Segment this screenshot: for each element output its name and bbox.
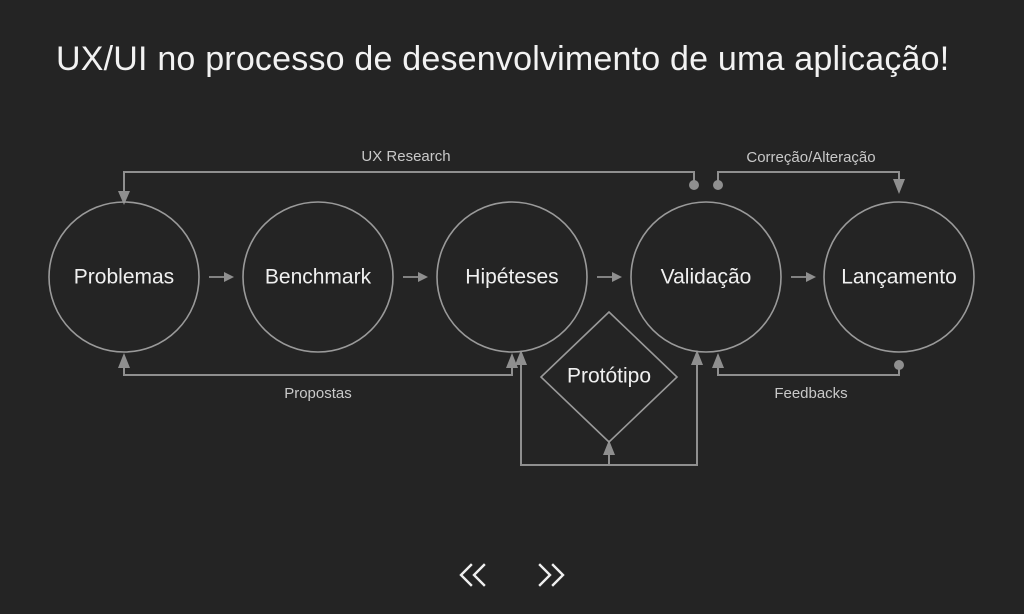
edge-label-correcao-alteracao: Correção/Alteração — [746, 149, 875, 166]
prototipo-input-arrowhead — [603, 440, 615, 455]
sequence-arrow-problemas-benchmark — [209, 272, 234, 282]
node-problemas-circle — [48, 201, 200, 353]
node-hipeteses-label: Hipéteses — [465, 266, 558, 289]
correcao-arrowhead — [893, 179, 905, 194]
chevron-double-left-icon — [459, 563, 486, 587]
sequence-arrow-benchmark-hipeteses — [403, 272, 428, 282]
chevron-double-right-icon — [538, 563, 565, 587]
sequence-arrow-validacao-lancamento — [791, 272, 816, 282]
feedbacks-arrowhead — [712, 353, 724, 368]
node-lancamento-label: Lançamento — [841, 266, 957, 289]
node-hipeteses-circle — [436, 201, 588, 353]
slide-navigation — [0, 540, 1024, 610]
previous-slide-button[interactable] — [451, 553, 495, 597]
feedbacks-line — [717, 365, 900, 376]
node-benchmark[interactable]: Benchmark — [242, 201, 394, 353]
correcao-line — [717, 171, 900, 185]
edge-correcao-alteracao — [713, 171, 905, 194]
node-problemas[interactable]: Problemas — [48, 201, 200, 353]
propostas-arrowhead-left — [118, 353, 130, 368]
node-lancamento-circle — [823, 201, 975, 353]
node-prototipo[interactable]: Protótipo — [539, 310, 679, 444]
next-slide-button[interactable] — [529, 553, 573, 597]
edge-label-propostas: Propostas — [284, 385, 352, 402]
node-hipeteses[interactable]: Hipéteses — [436, 201, 588, 353]
edge-label-ux-research: UX Research — [361, 148, 450, 165]
node-problemas-label: Problemas — [74, 266, 174, 289]
sequence-arrow-hipeteses-validacao — [597, 272, 622, 282]
node-validacao[interactable]: Validação — [630, 201, 782, 353]
edge-ux-research — [118, 171, 699, 205]
ux-research-arrowhead — [118, 191, 130, 205]
node-prototipo-diamond — [539, 310, 679, 444]
page-title: UX/UI no processo de desenvolvimento de … — [56, 40, 950, 78]
propostas-line — [123, 368, 513, 376]
edge-feedbacks — [712, 353, 904, 376]
edge-prototipo-loop — [515, 350, 703, 466]
node-validacao-label: Validação — [661, 266, 752, 289]
edge-propostas — [118, 353, 518, 376]
node-benchmark-label: Benchmark — [265, 266, 372, 289]
node-validacao-circle — [630, 201, 782, 353]
propostas-arrowhead-right — [506, 353, 518, 368]
node-prototipo-label: Protótipo — [567, 365, 651, 388]
ux-research-line — [123, 171, 695, 192]
prototipo-loop-arrowhead-left — [515, 350, 527, 365]
node-lancamento[interactable]: Lançamento — [823, 201, 975, 353]
edge-label-feedbacks: Feedbacks — [774, 385, 847, 402]
node-benchmark-circle — [242, 201, 394, 353]
prototipo-loop-arrowhead-right — [691, 350, 703, 365]
process-diagram: Problemas Benchmark Hipéteses Validação … — [0, 110, 1024, 500]
